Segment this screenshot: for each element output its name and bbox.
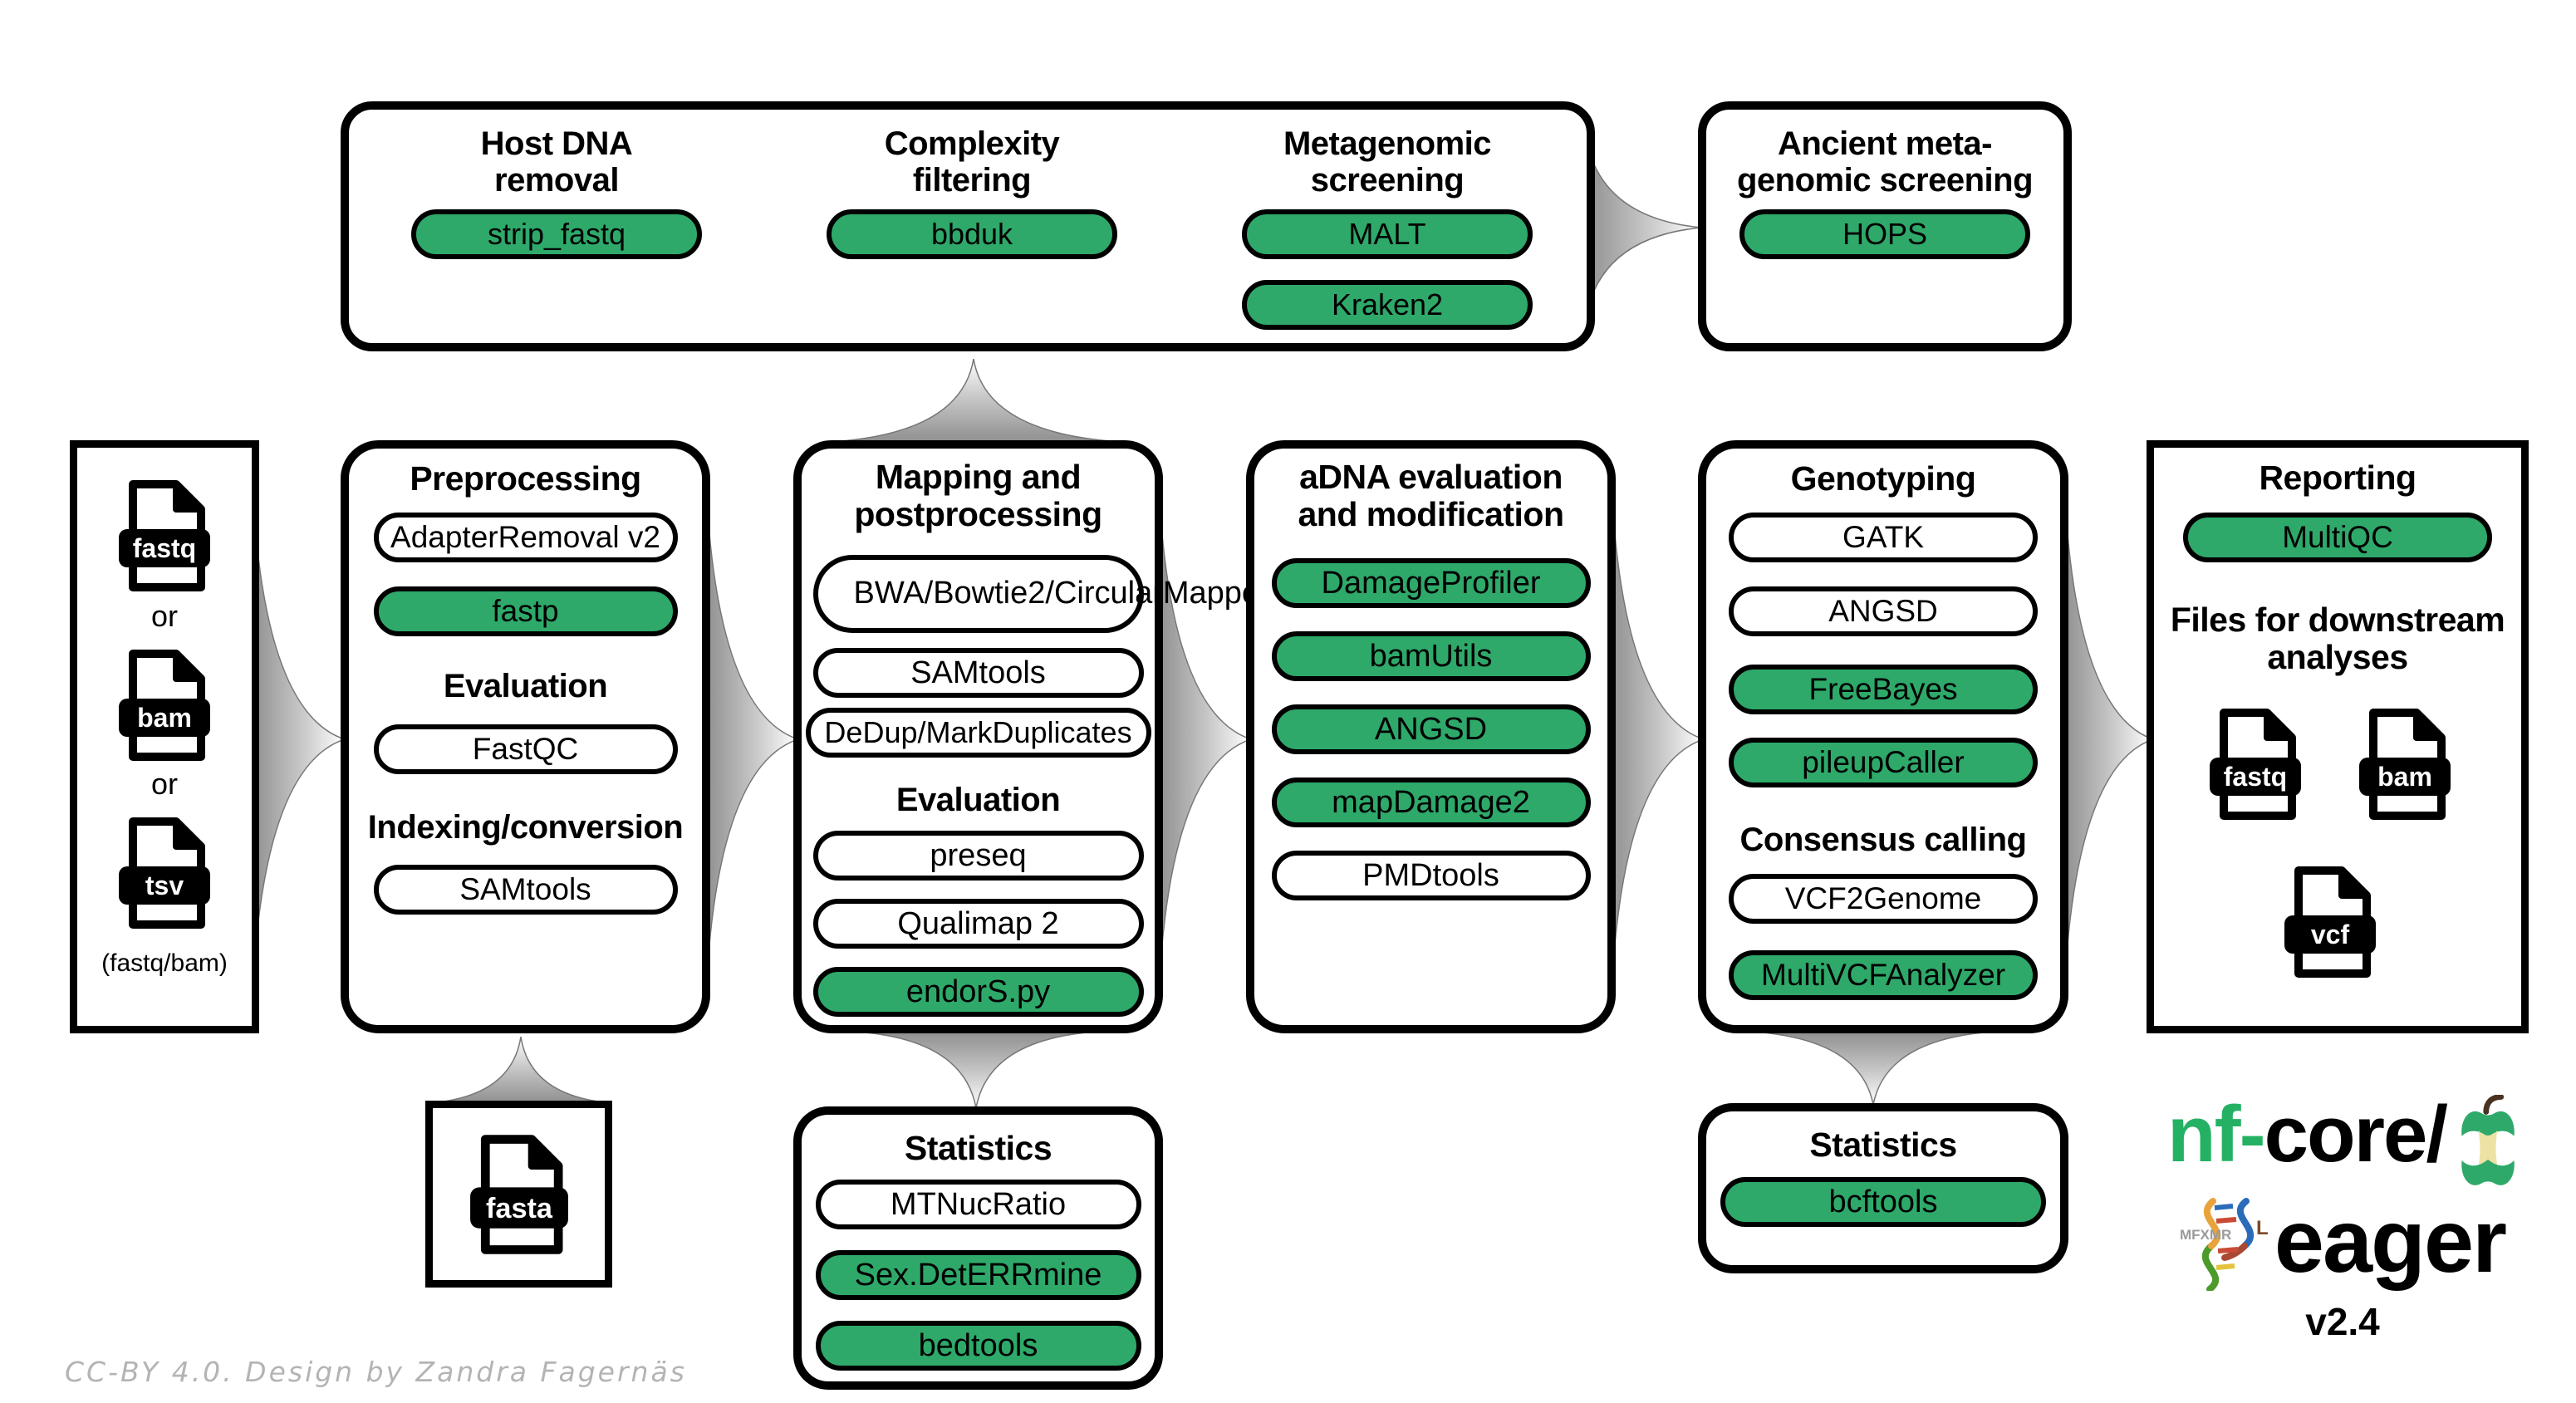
complexity-filtering-section: Complexity filtering bbduk — [764, 110, 1180, 343]
tool-pill-angsd: ANGSD — [1729, 586, 2038, 636]
metagenomic-screening-title: Metagenomic screening — [1283, 125, 1492, 199]
tool-pill-mtnucratio: MTNucRatio — [815, 1180, 1141, 1229]
complexity-filtering-title: Complexity filtering — [884, 125, 1060, 199]
tsv-file-icon: tsv — [119, 817, 210, 929]
fastq-file-icon: fastq — [119, 480, 210, 591]
tool-pill-multivcfanalyzer: MultiVCFAnalyzer — [1729, 950, 2038, 1000]
statistics-title: Statistics — [904, 1129, 1052, 1167]
flow-arrow-genotyping-to-reporting — [2063, 469, 2153, 1009]
or-separator: or — [150, 599, 178, 633]
svg-text:L: L — [2256, 1217, 2269, 1239]
tool-pill-bwa-bowtie2-circularmapper: BWA/Bowtie2/CircularMapper — [812, 555, 1270, 633]
statistics-mapping-box: Statistics MTNucRatio Sex.DetERRmine bed… — [793, 1106, 1163, 1390]
flow-arrow-preprocessing-to-mapping — [705, 469, 798, 1009]
tool-pill-fastp: fastp — [373, 586, 678, 636]
tool-pill-pileupcaller: pileupCaller — [1729, 738, 2038, 787]
flow-arrow-mapping-to-statistics — [856, 1032, 1097, 1108]
flow-arrow-fasta-to-preprocessing — [429, 1037, 612, 1103]
metagenomic-screening-section: Metagenomic screening MALT Kraken2 — [1180, 110, 1595, 343]
dna-helix-icon: MFXMR L — [2180, 1198, 2269, 1291]
tool-pill-strip-fastq: strip_fastq — [411, 209, 702, 259]
tool-pill-bbduk: bbduk — [827, 209, 1117, 259]
flow-arrow-screening-to-ancient — [1585, 131, 1701, 324]
input-caption: (fastq/bam) — [101, 949, 228, 977]
tool-pill-pmdtools: PMDtools — [1271, 851, 1591, 900]
tool-pill-qualimap2: Qualimap 2 — [812, 899, 1144, 949]
ancient-screening-title: Ancient meta-genomic screening — [1736, 125, 2034, 199]
preprocessing-title: Preprocessing — [410, 459, 641, 498]
svg-text:vcf: vcf — [2311, 920, 2350, 949]
svg-text:bam: bam — [2377, 762, 2432, 792]
logo-version: v2.4 — [2305, 1300, 2380, 1343]
tool-pill-preseq: preseq — [812, 831, 1144, 881]
downstream-files-heading: Files for downstream analyses — [2170, 601, 2505, 676]
tool-pill-angsd: ANGSD — [1271, 704, 1591, 754]
reporting-title: Reporting — [2259, 459, 2417, 497]
apple-core-icon — [2461, 1095, 2515, 1185]
fastq-file-icon: fastq — [2210, 709, 2301, 820]
ancient-screening-box: Ancient meta-genomic screening HOPS — [1698, 101, 2072, 351]
consensus-calling-heading: Consensus calling — [1739, 822, 2027, 858]
logo-text-nf-core: nf-core/ — [2166, 1090, 2448, 1179]
tool-pill-fastqc: FastQC — [373, 724, 678, 774]
tool-pill-kraken2: Kraken2 — [1242, 280, 1533, 330]
tool-pill-adapterremoval: AdapterRemoval v2 — [373, 513, 678, 562]
vcf-file-icon: vcf — [2284, 866, 2376, 978]
flow-arrow-input-to-preprocessing — [252, 469, 345, 1009]
fasta-reference-box: fasta — [425, 1101, 612, 1288]
fasta-file-icon: fasta — [469, 1134, 568, 1254]
input-files-box: fastq or bam or tsv (fastq/bam) — [70, 440, 259, 1033]
or-separator: or — [150, 767, 178, 801]
flow-arrow-mapping-to-adna — [1158, 469, 1251, 1009]
flow-arrow-mapping-to-screening — [831, 359, 1121, 442]
logo-line-eager: MFXMR L eager — [2180, 1190, 2507, 1291]
adna-box: aDNA evaluation and modification DamageP… — [1246, 440, 1616, 1033]
tool-pill-sexdeterrmine: Sex.DetERRmine — [815, 1250, 1141, 1300]
tool-pill-endors-py: endorS.py — [812, 967, 1144, 1017]
tool-pill-hops: HOPS — [1739, 209, 2030, 259]
host-dna-removal-section: Host DNA removal strip_fastq — [349, 110, 764, 343]
tool-pill-bamutils: bamUtils — [1271, 631, 1591, 681]
statistics-genotyping-box: Statistics bcftools — [1698, 1103, 2068, 1273]
tool-pill-dedup-markduplicates: DeDup/MarkDuplicates — [805, 708, 1151, 758]
statistics-title: Statistics — [1809, 1126, 1957, 1164]
flow-arrow-adna-to-genotyping — [1611, 469, 1704, 1009]
tool-pill-freebayes: FreeBayes — [1729, 665, 2038, 714]
tool-pill-multiqc: MultiQC — [2183, 513, 2492, 562]
tool-pill-samtools: SAMtools — [373, 865, 678, 915]
host-dna-removal-title: Host DNA removal — [480, 125, 633, 199]
tool-pill-malt: MALT — [1242, 209, 1533, 259]
flow-arrow-genotyping-to-statistics — [1753, 1032, 1994, 1105]
mapping-evaluation-heading: Evaluation — [895, 782, 1061, 818]
svg-text:tsv: tsv — [145, 871, 184, 900]
nf-core-eager-logo: nf-core/ MFXMR L eager — [2127, 1095, 2559, 1344]
svg-text:fastq: fastq — [133, 533, 196, 563]
tool-pill-bcftools: bcftools — [1720, 1177, 2046, 1227]
bam-file-icon: bam — [119, 650, 210, 761]
tool-pill-gatk: GATK — [1729, 513, 2038, 562]
logo-line-nf-core: nf-core/ — [2167, 1095, 2518, 1196]
preprocessing-box: Preprocessing AdapterRemoval v2 fastp Ev… — [341, 440, 710, 1033]
tool-pill-damageprofiler: DamageProfiler — [1271, 558, 1591, 608]
mapping-box: Mapping and postprocessing BWA/Bowtie2/C… — [793, 440, 1270, 1033]
tool-pill-mapdamage2: mapDamage2 — [1271, 778, 1591, 827]
svg-text:fastq: fastq — [2224, 762, 2287, 792]
screening-box: Host DNA removal strip_fastq Complexity … — [341, 101, 1595, 351]
genotyping-title: Genotyping — [1790, 459, 1976, 498]
mapping-title: Mapping and postprocessing — [854, 458, 1102, 533]
genotyping-box: Genotyping GATK ANGSD FreeBayes pileupCa… — [1698, 440, 2068, 1033]
tool-pill-samtools: SAMtools — [812, 648, 1144, 698]
tool-pill-vcf2genome: VCF2Genome — [1729, 874, 2038, 924]
preprocessing-indexing-heading: Indexing/conversion — [367, 809, 684, 846]
logo-text-eager: eager — [2274, 1190, 2507, 1291]
reporting-box: Reporting MultiQC Files for downstream a… — [2147, 440, 2529, 1033]
preprocessing-evaluation-heading: Evaluation — [443, 668, 608, 704]
bam-file-icon: bam — [2359, 709, 2451, 820]
svg-text:MFXMR: MFXMR — [2180, 1227, 2231, 1243]
adna-title: aDNA evaluation and modification — [1298, 458, 1565, 533]
svg-text:fasta: fasta — [486, 1192, 553, 1224]
tool-pill-bedtools: bedtools — [815, 1321, 1141, 1371]
license-text: CC-BY 4.0. Design by Zandra Fagernäs — [65, 1356, 687, 1388]
svg-text:bam: bam — [137, 703, 192, 733]
